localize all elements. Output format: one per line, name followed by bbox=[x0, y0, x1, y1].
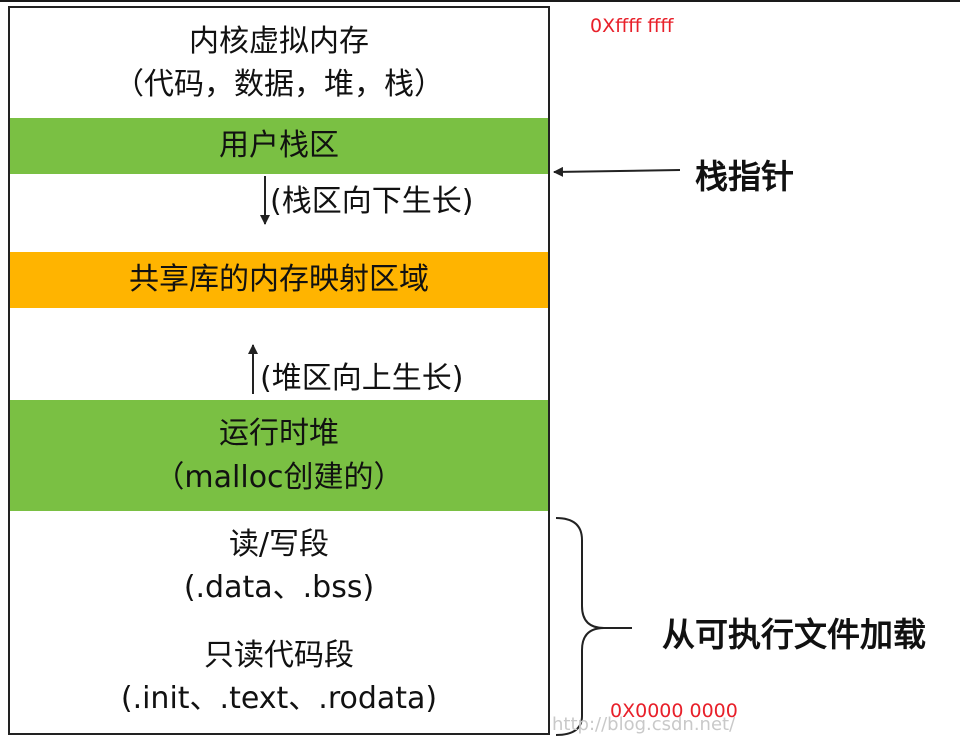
executable-load-brace bbox=[555, 517, 605, 736]
stack-pointer-label: 栈指针 bbox=[695, 157, 794, 196]
user-stack-label: 用户栈区 bbox=[219, 128, 339, 164]
stack-growth-label: (栈区向下生长) bbox=[270, 184, 474, 219]
rw-title: 读/写段 bbox=[228, 526, 330, 562]
segment-user-stack: 用户栈区 bbox=[10, 118, 548, 176]
watermark: http://blog.csdn.net/ bbox=[552, 714, 736, 735]
heap-title: 运行时堆 bbox=[219, 416, 339, 451]
segment-runtime-heap: 运行时堆 （malloc创建的） bbox=[10, 400, 548, 513]
executable-load-label: 从可执行文件加载 bbox=[662, 615, 926, 654]
stack-pointer-arrow bbox=[553, 166, 681, 177]
address-top-label: 0Xffff ffff bbox=[590, 15, 674, 37]
rw-subtitle: (.data、.bss) bbox=[183, 570, 375, 605]
ro-subtitle: (.init、.text、.rodata) bbox=[120, 681, 438, 716]
segment-read-write: 读/写段 (.data、.bss) bbox=[10, 511, 548, 623]
memory-layout-diagram: 内核虚拟内存 （代码，数据，堆，栈） 用户栈区 共享库的内存映射区域 运行时堆 … bbox=[8, 6, 550, 735]
kernel-title: 内核虚拟内存 bbox=[189, 23, 369, 59]
shared-library-label: 共享库的内存映射区域 bbox=[129, 262, 429, 298]
segment-read-only-code: 只读代码段 (.init、.text、.rodata) bbox=[10, 621, 548, 733]
address-bottom-label: 0X0000 0000 bbox=[610, 700, 738, 722]
heap-subtitle: （malloc创建的） bbox=[154, 459, 404, 495]
heap-growth-label: (堆区向上生长) bbox=[260, 361, 464, 396]
segment-stack-free-space bbox=[10, 174, 548, 254]
kernel-subtitle: （代码，数据，堆，栈） bbox=[114, 67, 444, 102]
segment-shared-library-mapping: 共享库的内存映射区域 bbox=[10, 252, 548, 310]
window-top-border bbox=[0, 0, 960, 2]
segment-kernel-virtual-memory: 内核虚拟内存 （代码，数据，堆，栈） bbox=[10, 8, 548, 120]
ro-title: 只读代码段 bbox=[204, 637, 354, 673]
